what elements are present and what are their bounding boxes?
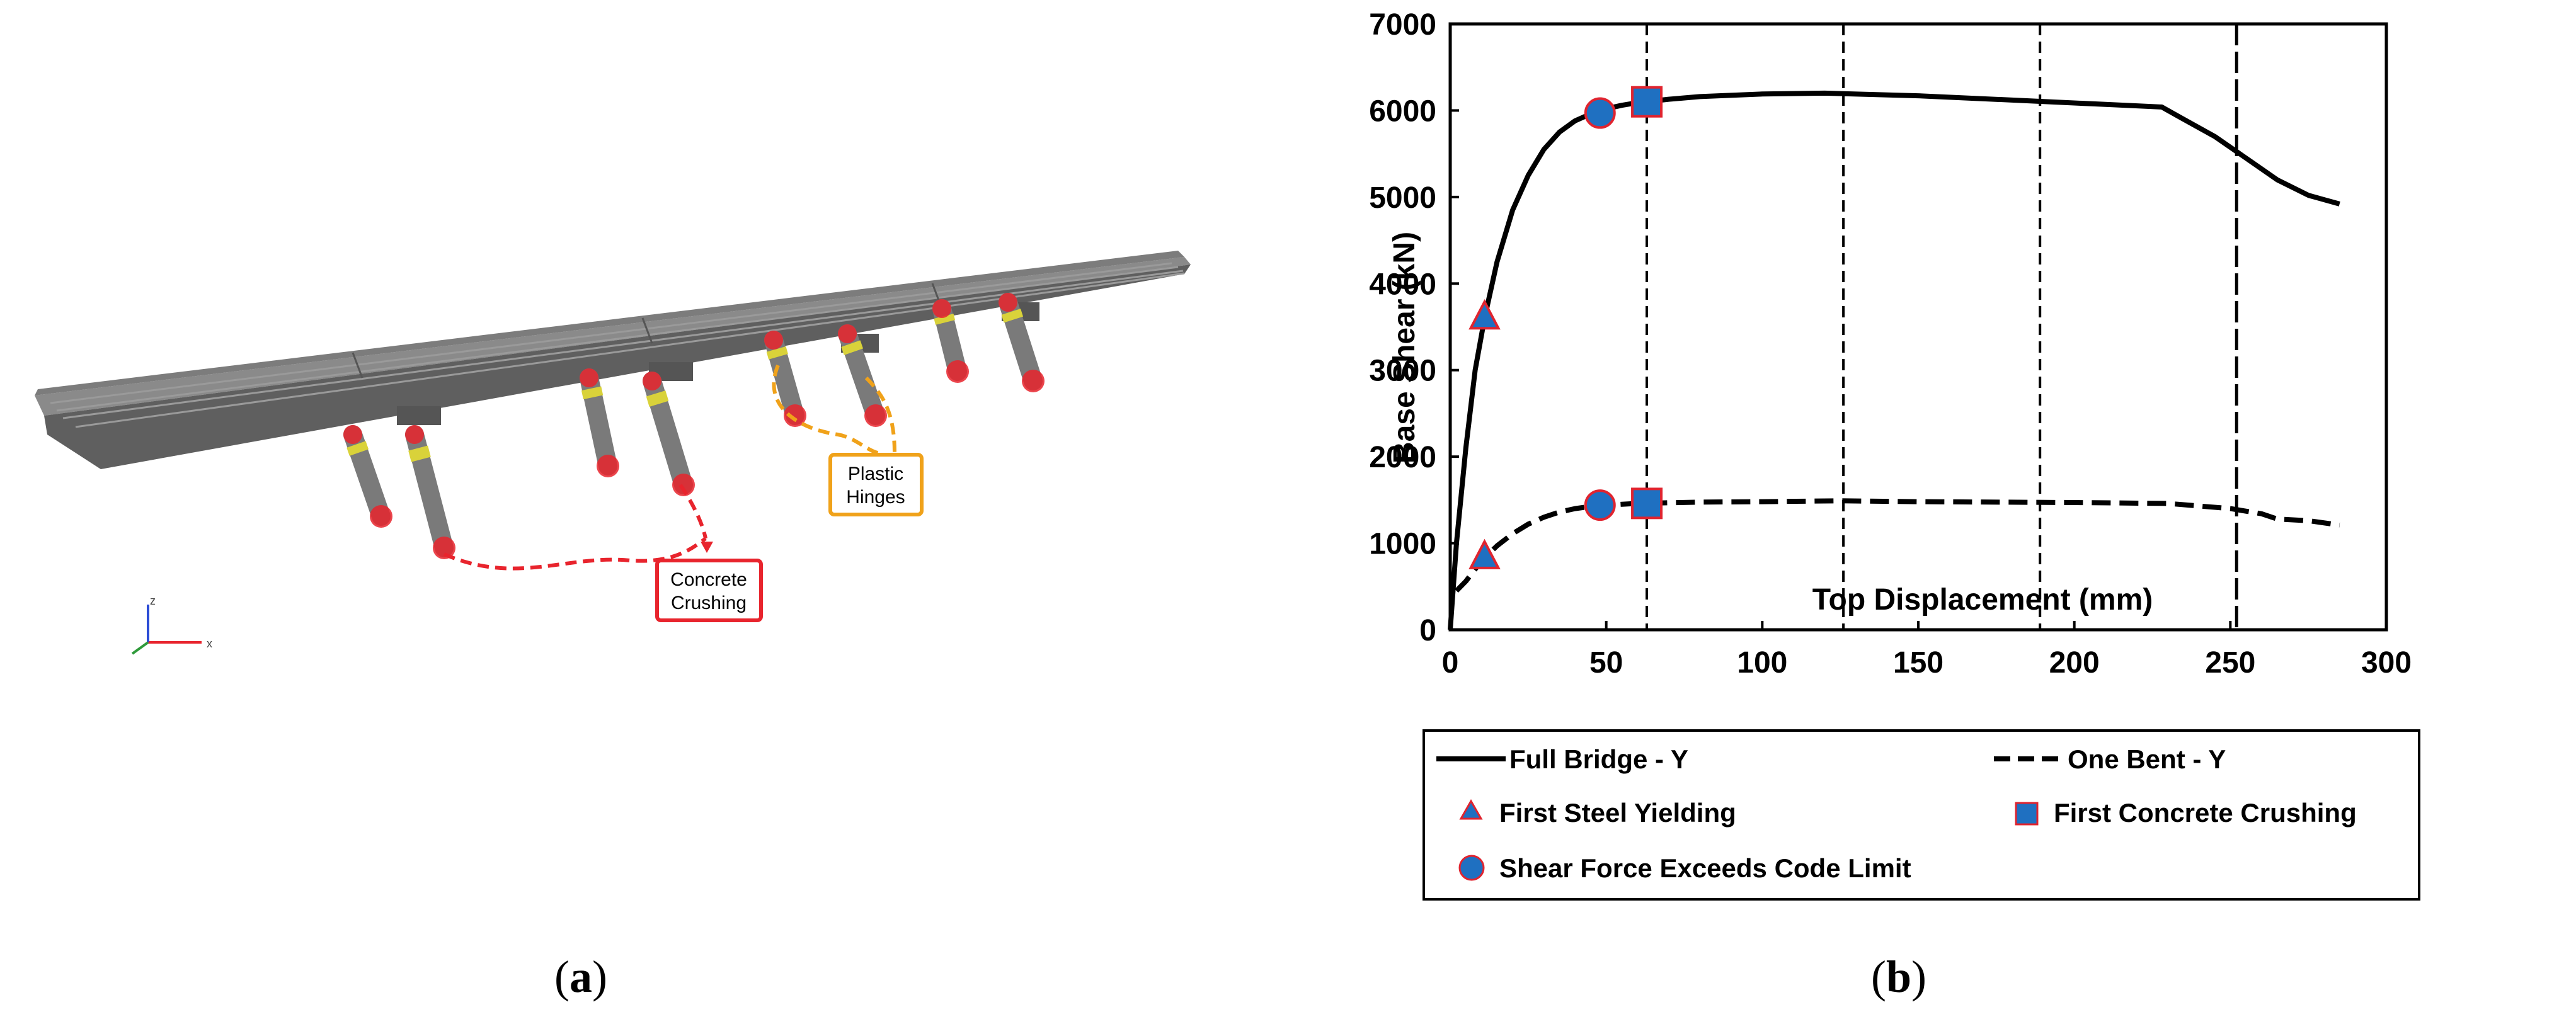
legend-crushing-label: First Concrete Crushing [2054,798,2357,828]
concrete-crushing-leader [443,537,707,571]
x-tick-label-300: 300 [2361,646,2412,680]
triad-z-label: z [150,594,156,607]
concrete-crushing-callout: Concrete Crushing [655,559,763,622]
y-tick-label-7000: 7000 [1369,8,1436,42]
crushing-top-7 [932,299,951,318]
x-tick-label-250: 250 [2205,646,2255,680]
marker-circle-one-bent [1584,489,1616,521]
x-tick-label-200: 200 [2049,646,2100,680]
callout-plastic-line1: Plastic [848,464,903,484]
y-tick-label-4000: 4000 [1369,268,1436,301]
x-tick-label-100: 100 [1737,646,1787,680]
y-tick-label-1000: 1000 [1369,528,1436,561]
column-group [343,293,1045,559]
callout-plastic-line2: Hinges [846,487,905,508]
crushing-top-8 [999,293,1017,312]
concrete-crushing-leader-2 [678,484,707,539]
marker-square-one-bent [1631,487,1663,520]
plastic-hinges-leader-2 [864,376,896,454]
crushing-bottom-5 [784,404,806,427]
crushing-bottom-3 [597,455,619,477]
legend-square-marker [2015,802,2039,826]
crushing-top-1 [343,425,362,444]
x-axis-label: Top Displacement (mm) [1812,583,2153,617]
legend: Full Bridge - Y One Bent - Y First Steel… [1423,729,2420,901]
legend-shear-label: Shear Force Exceeds Code Limit [1499,853,1911,883]
panel-label-a-text: a [569,952,592,1002]
plastic-hinge-2 [408,445,431,462]
crushing-top-4 [643,372,661,390]
legend-circle-marker [1458,855,1485,881]
y-tick-label-5000: 5000 [1369,181,1436,215]
crushing-top-3 [580,368,598,387]
legend-triangle-marker [1459,799,1483,820]
marker-circle-full-bridge [1584,97,1616,129]
x-tick-label-50: 50 [1589,646,1623,680]
marker-triangle-full-bridge [1468,299,1501,330]
crushing-top-2 [405,425,424,444]
legend-full-bridge-label: Full Bridge - Y [1509,744,1688,774]
panel-label-b-text: b [1886,952,1912,1002]
plastic-hinges-leader [772,364,883,455]
x-tick-label-0: 0 [1442,646,1459,680]
y-tick-label-6000: 6000 [1369,94,1436,128]
crushing-bottom-7 [946,360,969,383]
crushing-top-6 [838,324,857,343]
panel-label-b: (b) [1871,952,1927,1002]
crushing-bottom-4 [672,474,695,496]
y-tick-label-3000: 3000 [1369,355,1436,388]
plastic-hinge-6 [841,340,864,355]
callout-concrete-line2: Crushing [671,593,747,613]
plastic-hinges-callout: Plastic Hinges [828,453,924,516]
axis-triad: x z [131,594,212,655]
crushing-bottom-6 [864,404,887,427]
crushing-top-5 [764,331,783,350]
marker-square-full-bridge [1631,86,1663,118]
series-line-one-bent [1455,498,2340,593]
crushing-bottom-1 [370,505,392,528]
plastic-hinge-8 [1001,309,1024,323]
x-tick-label-150: 150 [1893,646,1943,680]
y-tick-label-2000: 2000 [1369,441,1436,474]
marker-triangle-one-bent [1468,538,1501,569]
crushing-bottom-2 [433,537,455,559]
series-line-full-bridge [1448,90,2340,630]
plastic-hinge-5 [766,346,788,360]
crushing-bottom-8 [1022,370,1045,392]
y-tick-label-0: 0 [1419,614,1436,647]
bridge-deck [35,251,1191,469]
y-axis-label: Base Shear (kN) [1388,232,1421,464]
arrowhead [701,542,713,553]
plastic-hinge-4 [646,390,669,407]
legend-one-bent-label: One Bent - Y [2068,744,2226,774]
plastic-hinge-3 [581,386,604,400]
callout-concrete-line1: Concrete [670,569,747,590]
legend-yielding-label: First Steel Yielding [1499,798,1736,828]
panel-label-a: (a) [554,952,607,1002]
triad-x-label: x [207,637,212,650]
bridge-model-figure: Concrete Crushing Plastic Hinges x z [35,251,1191,655]
plastic-hinge-1 [346,441,369,456]
